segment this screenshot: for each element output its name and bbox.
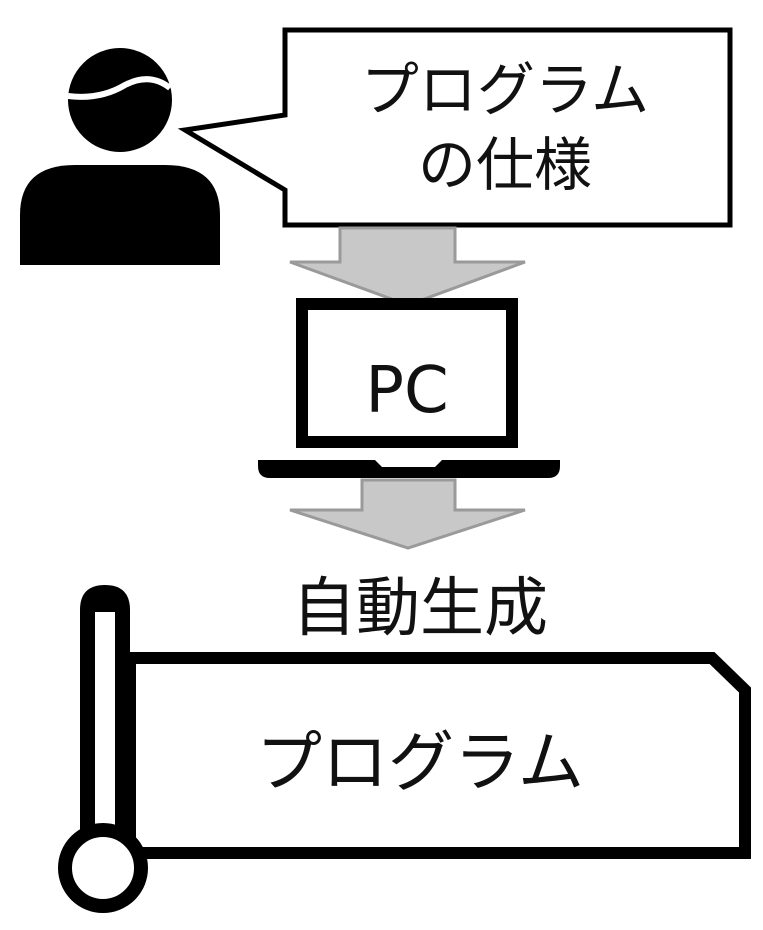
pc-label: PC	[365, 354, 448, 428]
auto-generate-label: 自動生成	[292, 572, 548, 646]
speech-bubble: プログラム の仕様	[177, 27, 733, 228]
speech-line-1: プログラム	[361, 56, 649, 124]
speech-line-2: の仕様	[418, 131, 592, 199]
program-scroll-icon: プログラム	[58, 585, 751, 913]
program-label: プログラム	[256, 724, 584, 801]
laptop-icon: PC	[258, 298, 560, 478]
person-icon	[20, 48, 220, 265]
down-arrow-icon	[289, 478, 526, 550]
down-arrow-icon	[289, 226, 526, 307]
